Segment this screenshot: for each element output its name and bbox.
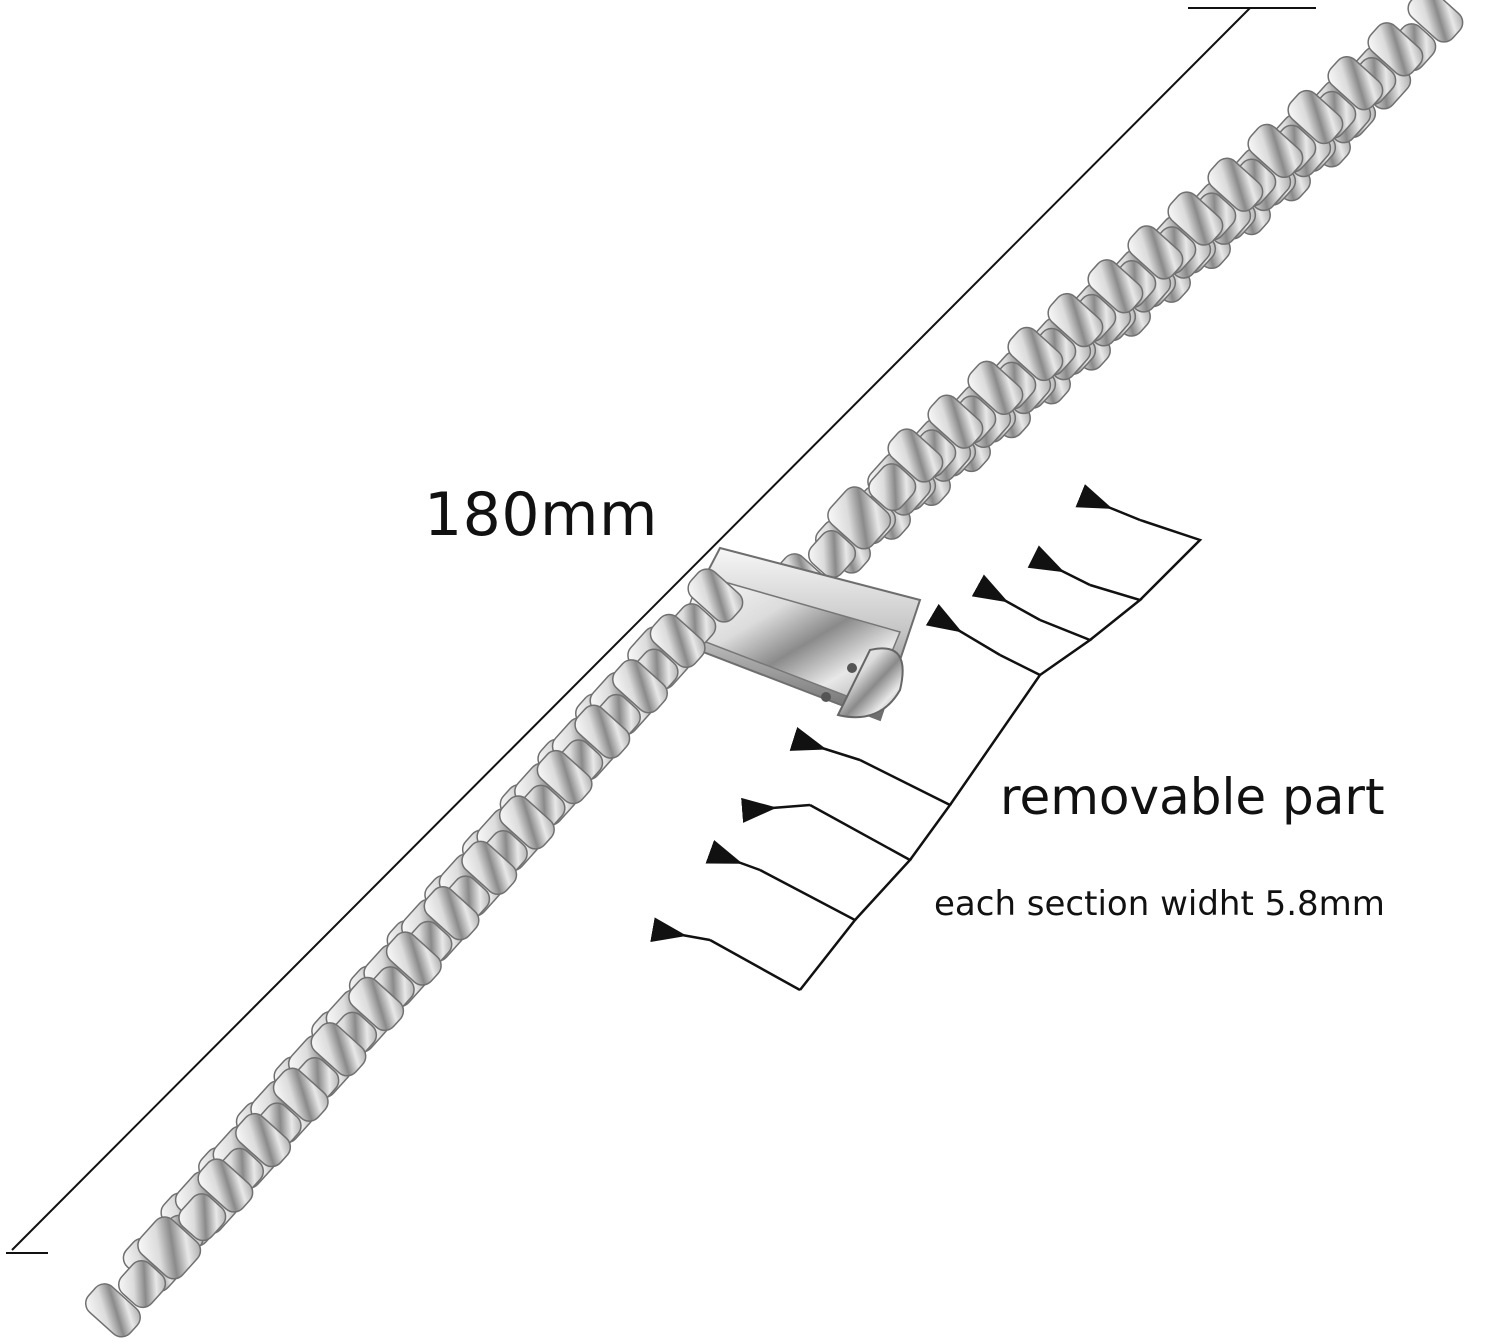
link-segment [967, 360, 1024, 415]
link-segment [1327, 56, 1384, 111]
link-segment [612, 659, 668, 714]
link-segment [310, 1022, 367, 1077]
link-segment [461, 840, 518, 895]
link-segment [1367, 22, 1424, 77]
link-segment [868, 463, 917, 512]
link-segment [1047, 292, 1104, 348]
link-segment [927, 394, 984, 449]
link-segment [1167, 191, 1224, 246]
link-segment [235, 1112, 292, 1168]
link-segment [1287, 89, 1344, 145]
link-segment [423, 886, 480, 941]
section-width-label: each section widht 5.8mm [934, 884, 1385, 924]
link-segment [536, 749, 593, 805]
link-segment [348, 976, 405, 1032]
removable-part-label: removable part [1000, 768, 1385, 826]
link-segment [385, 931, 442, 986]
link-segment [1247, 123, 1304, 179]
link-segment [574, 704, 631, 759]
length-label: 180mm [424, 480, 658, 550]
link-segment [498, 795, 555, 850]
link-segment [807, 529, 857, 579]
removable-part-bracket [709, 518, 1203, 992]
watch-band-lower [84, 568, 744, 1338]
link-segment [1087, 259, 1144, 314]
link-segment [84, 1283, 141, 1338]
band-link [84, 1158, 254, 1338]
link-segment [272, 1067, 329, 1122]
link-segment [1127, 225, 1184, 280]
band-link [774, 428, 944, 608]
watch-band-upper [774, 0, 1464, 608]
link-segment [197, 1158, 254, 1213]
link-segment [827, 486, 892, 550]
link-segment [117, 1259, 167, 1309]
arrows [650, 484, 1141, 943]
link-segment [1407, 0, 1464, 43]
link-segment [1207, 157, 1264, 212]
link-segment [687, 568, 744, 623]
link-segment [137, 1216, 202, 1280]
link-segment [178, 1193, 227, 1242]
link-segment [887, 428, 944, 483]
link-segment [649, 613, 706, 669]
length-dimension-line [6, 7, 1316, 1254]
link-segment [1007, 326, 1064, 382]
